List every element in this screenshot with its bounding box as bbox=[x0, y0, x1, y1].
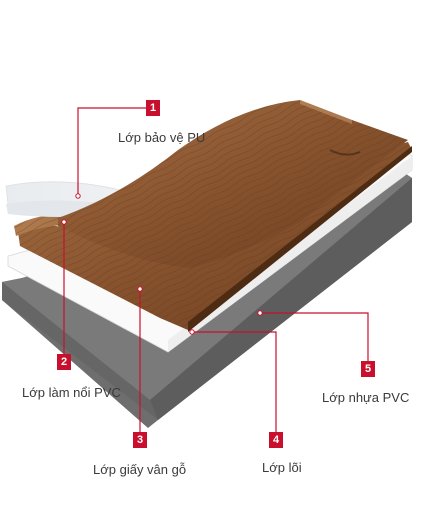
badge-5: 5 bbox=[361, 361, 375, 377]
badge-1: 1 bbox=[146, 100, 160, 116]
label-layer-3: Lớp giấy vân gỗ bbox=[93, 462, 186, 477]
label-layer-2: Lớp làm nổi PVC bbox=[22, 385, 121, 400]
badge-3: 3 bbox=[133, 432, 147, 448]
badge-2: 2 bbox=[57, 354, 71, 370]
label-layer-1: Lớp bảo vệ PU bbox=[118, 130, 205, 145]
label-layer-4: Lớp lõi bbox=[262, 460, 302, 475]
label-layer-5: Lớp nhựa PVC bbox=[322, 390, 409, 405]
badge-4: 4 bbox=[269, 432, 283, 448]
